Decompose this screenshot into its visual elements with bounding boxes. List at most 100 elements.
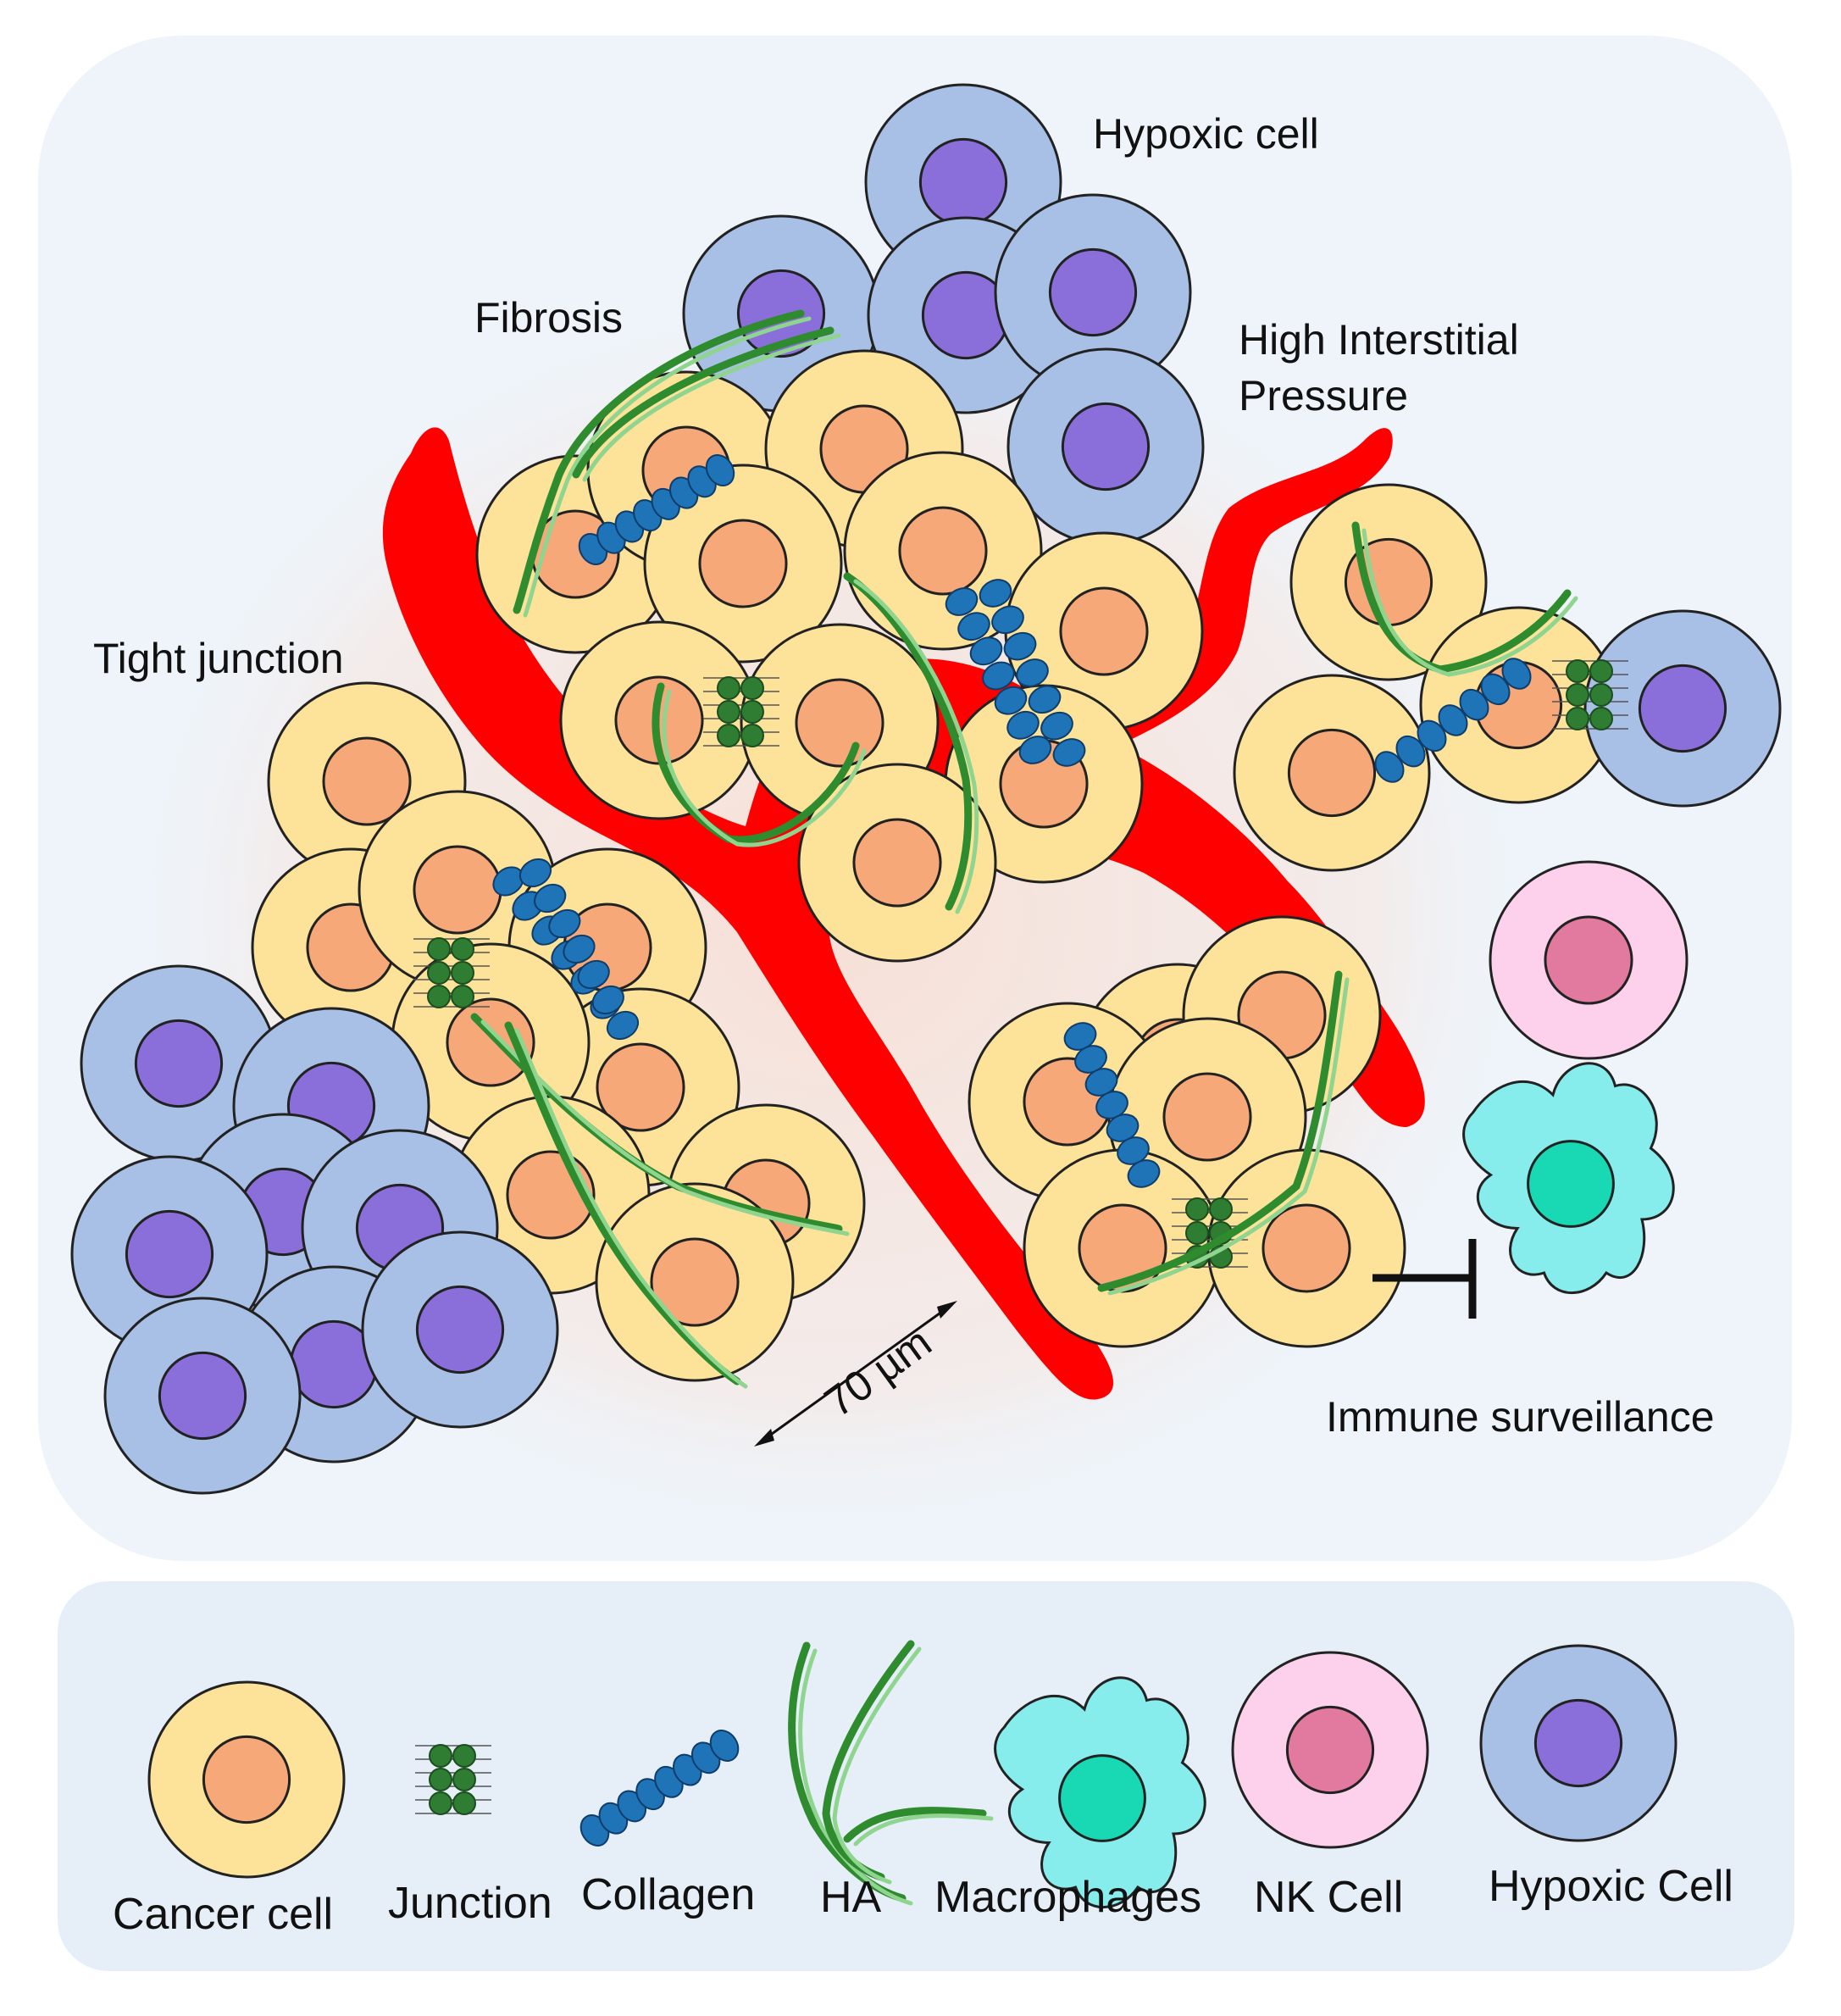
ha-3-light <box>853 579 979 914</box>
macrophage-0-nucleus <box>1527 1140 1615 1228</box>
hypoxic-cell-4 <box>1006 347 1205 546</box>
hypoxic-cell-34-nucleus <box>415 1285 505 1375</box>
cancer-cell-21-nucleus <box>413 845 502 935</box>
legend-label-junction: Junction <box>388 1879 552 1928</box>
junction-0-bead-4 <box>740 700 764 724</box>
legend-label-hypoxic-cell: Hypoxic Cell <box>1489 1862 1733 1911</box>
collagen-6 <box>1063 1022 1161 1188</box>
cancer-cell-27-nucleus <box>650 1237 740 1327</box>
junction-1-bead-1 <box>427 961 451 985</box>
junction-1-bead-5 <box>451 985 474 1008</box>
legend-icon-hypoxic-cell <box>1479 1644 1677 1842</box>
cancer-cell-16 <box>1233 674 1431 872</box>
legend-label-cancer-cell: Cancer cell <box>113 1890 334 1939</box>
legend-icon-nk-cell-nucleus <box>1285 1705 1375 1795</box>
ha-6-dark <box>1097 970 1343 1292</box>
legend-icon-ha-c <box>843 1807 994 1847</box>
collagen-5-bead-1 <box>1395 735 1426 768</box>
ha-7-light <box>1361 528 1578 677</box>
junction-3-bead-0 <box>1185 1197 1209 1221</box>
ha-6 <box>1097 970 1350 1296</box>
legend-icon-macrophage <box>994 1676 1206 1908</box>
ha-0 <box>513 309 812 618</box>
macrophage-0 <box>1462 1062 1675 1294</box>
collagen-5-bead-0 <box>1374 751 1405 783</box>
legend-label-collagen: Collagen <box>581 1870 756 1919</box>
ha-5-dark <box>504 1021 741 1386</box>
cancer-cell-23-nucleus <box>596 1042 685 1132</box>
collagen-4-bead-5 <box>591 985 624 1015</box>
cancer-cell-39-nucleus <box>1162 1072 1252 1162</box>
legend-icon-ha-c-light <box>853 1813 994 1847</box>
hypoxic-cell-32-nucleus <box>125 1209 214 1299</box>
junction-0-bead-1 <box>717 700 740 724</box>
hypoxic-cell-18-nucleus <box>1638 664 1727 753</box>
label-high-interstitial: High Interstitial <box>1239 316 1519 364</box>
collagen-5-bead-6 <box>1501 658 1532 690</box>
ha-0-light <box>523 316 812 618</box>
cancer-cell-21 <box>358 790 557 990</box>
collagen-2-bead-6 <box>1052 738 1086 767</box>
cancer-cell-9-nucleus <box>898 506 988 596</box>
legend-icon-junction-bead-4 <box>452 1768 476 1791</box>
legend-icon-ha <box>788 1640 994 1906</box>
collagen-4-bead-2 <box>548 908 581 939</box>
legend-icon-ha-b-light <box>832 1647 922 1885</box>
hypoxic-cell-3-nucleus <box>1048 247 1138 337</box>
legend-icon-ha-b <box>822 1640 922 1885</box>
ha-1 <box>572 326 841 482</box>
cancer-cell-41-nucleus <box>1262 1203 1351 1293</box>
ha-2 <box>652 682 867 847</box>
label-pressure: Pressure <box>1239 372 1409 419</box>
cancer-cell-16-nucleus <box>1287 728 1377 818</box>
ha-5-light <box>514 1028 748 1389</box>
label-immune-surveillance: Immune surveillance <box>1326 1393 1715 1441</box>
collagen-1-bead-2 <box>969 636 1003 666</box>
collagen-2-bead-2 <box>1003 631 1037 661</box>
collagen-5 <box>1374 658 1532 783</box>
ecm-overlay-layer <box>413 309 1628 1389</box>
hypoxic-cell-34 <box>361 1230 559 1429</box>
collagen-1-bead-6 <box>1018 736 1052 764</box>
collagen-1-bead-4 <box>994 686 1028 715</box>
junction-2-bead-0 <box>1566 659 1589 683</box>
collagen-4-bead-6 <box>606 1010 640 1041</box>
hypoxic-cell-28-nucleus <box>134 1019 224 1108</box>
junction-3-bead-3 <box>1209 1197 1233 1221</box>
legend-label-ha: HA <box>820 1873 882 1922</box>
junction-0 <box>703 676 779 747</box>
collagen-2-bead-0 <box>979 579 1012 608</box>
nk-cell-42 <box>1489 860 1689 1060</box>
collagen-4-bead-0 <box>518 858 552 888</box>
cancer-cell-14-nucleus <box>852 818 942 908</box>
legend-icon-macrophage-nucleus <box>1058 1754 1146 1842</box>
legend-icon-junction-bead-1 <box>429 1768 452 1791</box>
hypoxic-cell-0-nucleus <box>918 137 1008 227</box>
collagen-2-bead-5 <box>1040 711 1073 741</box>
hypoxic-cell-35-nucleus <box>158 1351 247 1441</box>
hypoxic-cell-4-nucleus <box>1061 402 1151 492</box>
junction-2-bead-4 <box>1589 683 1613 707</box>
ha-3-dark <box>843 572 973 911</box>
junction-2 <box>1552 659 1628 730</box>
inhibition-symbol <box>1372 1239 1477 1319</box>
collagen-1-bead-3 <box>982 661 1015 691</box>
junction-1-bead-3 <box>451 937 474 961</box>
legend-icon-junction-bead-3 <box>452 1744 476 1768</box>
label-fibrosis: Fibrosis <box>474 294 624 342</box>
junction-2-bead-5 <box>1589 707 1613 730</box>
collagen-1-bead-5 <box>1006 710 1040 740</box>
ha-5 <box>504 1021 748 1389</box>
collagen-2 <box>979 579 1086 767</box>
junction-0-bead-5 <box>740 724 764 747</box>
legend-icon-ha-c-dark <box>843 1807 987 1843</box>
collagen-5-bead-4 <box>1459 688 1489 721</box>
cancer-cell-19-nucleus <box>322 736 412 826</box>
nk-cell-42-nucleus <box>1544 915 1633 1005</box>
legend-icon-junction-bead-0 <box>429 1744 452 1768</box>
junction-2-bead-3 <box>1589 659 1613 683</box>
junction-1-bead-2 <box>427 985 451 1008</box>
junction-1-bead-4 <box>451 961 474 985</box>
junction-0-bead-3 <box>740 676 764 700</box>
